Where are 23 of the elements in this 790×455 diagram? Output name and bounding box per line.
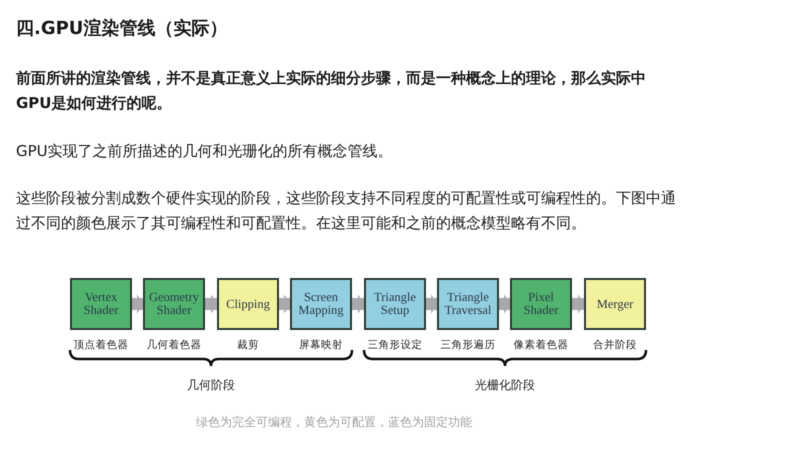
stage-label: 裁剪 — [236, 338, 260, 352]
stage-box: Merger — [584, 278, 646, 330]
stage-box: Clipping — [217, 278, 279, 330]
stage-label: 三角形设定 — [366, 338, 424, 352]
paragraph: 这些阶段被分割成数个硬件实现的阶段，这些阶段支持不同程度的可配置性或可编程性的。下图中通过不同的颜色展示了其可编程性和可配置性。在这里可能和之前的概念模型略有不同。 — [16, 188, 677, 234]
stage-label: 屏幕映射 — [298, 338, 344, 352]
stage-box: Pixel Shader — [510, 278, 572, 330]
phase-label: 几何阶段 — [187, 377, 235, 394]
stage-box: Triangle Traversal — [437, 278, 499, 330]
stage-label: 合并阶段 — [592, 338, 638, 352]
stage-box: Triangle Setup — [364, 278, 426, 330]
phase-label: 光栅化阶段 — [475, 377, 535, 394]
heading: 四.GPU渲染管线（实际） — [16, 17, 228, 40]
stage-label: 几何着色器 — [146, 338, 202, 352]
stage-box: Geometry Shader — [143, 278, 205, 330]
stage-label: 像素着色器 — [512, 338, 570, 352]
stage-box: Screen Mapping — [290, 278, 352, 330]
caption: 绿色为完全可编程，黄色为可配置，蓝色为固定功能 — [196, 414, 472, 431]
paragraph: GPU实现了之前所描述的几何和光珊化的所有概念管线。 — [16, 141, 394, 162]
stage-label: 顶点着色器 — [72, 338, 130, 352]
stage-label: 三角形遍历 — [440, 338, 496, 352]
stage-box: Vertex Shader — [70, 278, 132, 330]
paragraph: 前面所讲的渲染管线，并不是真正意义上实际的细分步骤，而是一种概念上的理论，那么实际中GPU是如何进行的呢。 — [16, 68, 647, 114]
